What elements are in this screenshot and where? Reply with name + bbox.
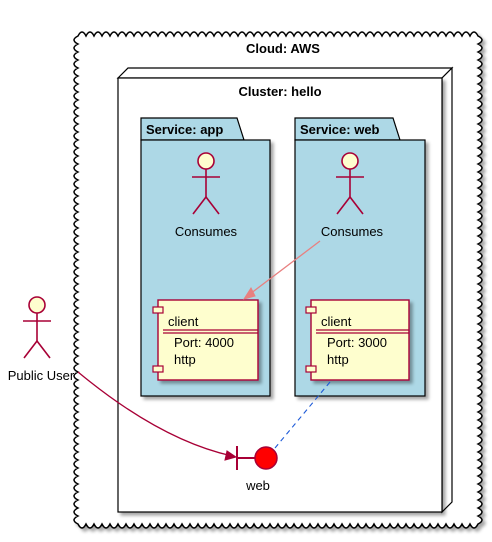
boundary-web xyxy=(236,446,278,470)
component-tab-top xyxy=(305,306,317,314)
component-body xyxy=(310,299,410,381)
public-user-label: Public User xyxy=(8,368,75,383)
component-protocol: http xyxy=(327,352,349,367)
actor-leg-right xyxy=(205,196,220,215)
cloud-title: Cloud: AWS xyxy=(246,41,320,56)
component-name: client xyxy=(321,314,352,329)
arrow-consumes-to-client xyxy=(242,240,321,300)
package-title: Service: app xyxy=(146,122,223,137)
component-name: client xyxy=(168,314,199,329)
actor-consumes-app xyxy=(192,152,220,215)
actor-leg-left xyxy=(192,196,207,215)
cluster-title: Cluster: hello xyxy=(238,84,321,99)
component-tab-top xyxy=(152,306,164,314)
arrow-public-user-to-web xyxy=(77,371,238,461)
actor-leg-right xyxy=(36,340,51,359)
actor-label-app: Consumes xyxy=(175,224,238,239)
actor-leg-right xyxy=(349,196,364,215)
component-protocol: http xyxy=(174,352,196,367)
component-port: Port: 4000 xyxy=(174,335,234,350)
component-tab-bottom xyxy=(305,365,317,373)
node-top-face xyxy=(116,67,454,79)
package-title: Service: web xyxy=(300,122,380,137)
actor-public-user xyxy=(23,296,51,359)
arrowhead xyxy=(242,286,256,300)
actor-head xyxy=(341,152,359,170)
component-body xyxy=(157,299,259,381)
component-tab-bottom xyxy=(152,365,164,373)
node-side-face xyxy=(441,66,453,514)
actor-leg-left xyxy=(336,196,351,215)
boundary-label: web xyxy=(245,478,270,493)
actor-consumes-web xyxy=(336,152,364,215)
actor-head xyxy=(28,296,46,314)
actor-leg-left xyxy=(23,340,38,359)
actor-head xyxy=(197,152,215,170)
arrowhead xyxy=(224,450,238,461)
component-client-web: client Port: 3000 http xyxy=(305,299,410,381)
actor-label-web: Consumes xyxy=(321,224,384,239)
component-port: Port: 3000 xyxy=(327,335,387,350)
boundary-circle xyxy=(254,446,278,470)
component-client-app: client Port: 4000 http xyxy=(152,299,259,381)
